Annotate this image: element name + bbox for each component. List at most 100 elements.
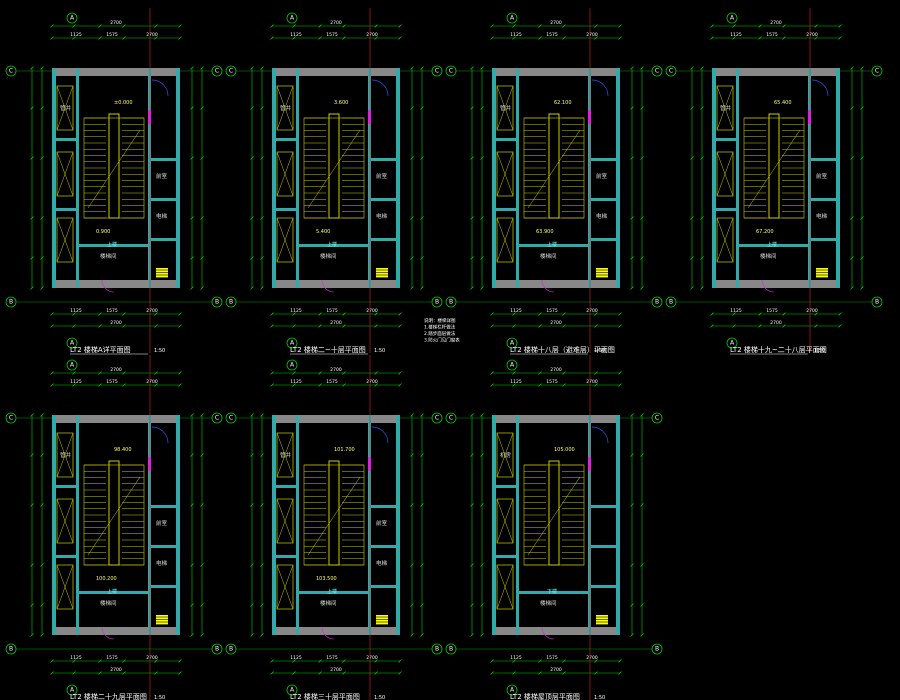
wall-top bbox=[52, 68, 180, 76]
stair-break-line bbox=[747, 129, 801, 209]
shaft-cross bbox=[276, 564, 294, 610]
dimension-tick bbox=[200, 503, 204, 507]
dimension-tick bbox=[594, 312, 598, 316]
door-swing-top bbox=[591, 79, 609, 97]
partition-right bbox=[811, 158, 836, 161]
wall-inner-right bbox=[808, 68, 811, 288]
dimension-label: 2700 bbox=[586, 308, 598, 314]
axis-bubble bbox=[506, 12, 518, 24]
dimension-tick bbox=[190, 286, 194, 290]
shaft-box bbox=[276, 432, 294, 478]
dimension-tick bbox=[420, 286, 424, 290]
shaft-box bbox=[496, 432, 514, 478]
dimension-tick bbox=[838, 24, 842, 28]
dimension-tick bbox=[292, 671, 296, 675]
dimension-tick bbox=[342, 371, 346, 375]
shaft-box bbox=[496, 498, 514, 544]
dimension-tick bbox=[398, 671, 402, 675]
room-label: 楼梯间 bbox=[540, 252, 557, 260]
grid-bubble-label: C bbox=[875, 68, 879, 75]
dimension-label: 2700 bbox=[330, 20, 342, 26]
dimension-tick bbox=[640, 413, 644, 417]
stair-well bbox=[548, 460, 560, 566]
grid-bubble-label: B bbox=[229, 646, 233, 653]
dimension-tick bbox=[420, 156, 424, 160]
dimension-tick bbox=[640, 563, 644, 567]
dimension-tick bbox=[690, 286, 694, 290]
dimension-tick bbox=[618, 383, 622, 387]
dimension-tick bbox=[630, 503, 634, 507]
dimension-tick bbox=[630, 453, 634, 457]
dimension-tick bbox=[40, 413, 44, 417]
partition-stair-bottom bbox=[299, 244, 368, 247]
dimension-tick bbox=[200, 66, 204, 70]
stair-well bbox=[768, 113, 780, 219]
dimension-label: 1575 bbox=[546, 32, 558, 38]
dimension-label: 2700 bbox=[550, 367, 562, 373]
dimension-tick bbox=[630, 106, 634, 110]
room-label: 前室 bbox=[376, 519, 388, 527]
dimension-label: 1125 bbox=[510, 32, 522, 38]
dimension-tick bbox=[122, 36, 126, 40]
shaft-box bbox=[276, 151, 294, 197]
shaft-cross bbox=[496, 217, 514, 263]
dimension-tick bbox=[30, 286, 34, 290]
dimension-tick bbox=[154, 324, 158, 328]
dimension-tick bbox=[190, 106, 194, 110]
dimension-tick bbox=[710, 24, 714, 28]
dimension-tick bbox=[250, 503, 254, 507]
dimension-tick bbox=[154, 659, 158, 663]
dimension-tick bbox=[292, 36, 296, 40]
dimension-tick bbox=[410, 603, 414, 607]
stair-well bbox=[108, 113, 120, 219]
dimension-tick bbox=[732, 24, 736, 28]
dimension-tick bbox=[260, 603, 264, 607]
shaft-box bbox=[276, 564, 294, 610]
dimension-tick bbox=[30, 216, 34, 220]
dimension-tick bbox=[490, 659, 494, 663]
shaft-box bbox=[276, 85, 294, 131]
landing-level: 103.500 bbox=[316, 576, 337, 582]
wall-right bbox=[836, 68, 840, 288]
dimension-tick bbox=[270, 383, 274, 387]
grid-bubble-label: C bbox=[435, 68, 439, 75]
stair-well bbox=[108, 460, 120, 566]
hydrant-box bbox=[156, 268, 168, 278]
dimension-tick bbox=[190, 413, 194, 417]
dimension-tick bbox=[154, 371, 158, 375]
dimension-tick bbox=[490, 24, 494, 28]
dimension-label: 2700 bbox=[110, 320, 122, 326]
dimension-tick bbox=[178, 659, 182, 663]
wall-right bbox=[396, 415, 400, 635]
wall-left bbox=[272, 68, 276, 288]
room-label: 机房 bbox=[500, 451, 512, 459]
dimension-tick bbox=[398, 371, 402, 375]
dimension-label: 1125 bbox=[70, 379, 82, 385]
dimension-label: 1125 bbox=[70, 32, 82, 38]
dimension-label: 1575 bbox=[326, 655, 338, 661]
dimension-tick bbox=[758, 36, 762, 40]
dimension-tick bbox=[480, 633, 484, 637]
shaft-cross bbox=[276, 217, 294, 263]
dimension-tick bbox=[480, 563, 484, 567]
dimension-tick bbox=[260, 66, 264, 70]
floor-level: 65.400 bbox=[774, 100, 792, 106]
dimension-tick bbox=[618, 324, 622, 328]
dimension-tick bbox=[814, 324, 818, 328]
partition-left bbox=[272, 208, 299, 211]
dimension-tick bbox=[250, 66, 254, 70]
dimension-tick bbox=[562, 383, 566, 387]
dimension-tick bbox=[292, 24, 296, 28]
dimension-tick bbox=[512, 383, 516, 387]
dimension-tick bbox=[618, 36, 622, 40]
landing-level: 67.200 bbox=[756, 229, 774, 235]
dimension-tick bbox=[512, 671, 516, 675]
dimension-tick bbox=[250, 453, 254, 457]
dimension-tick bbox=[122, 371, 126, 375]
room-label: 电梯 bbox=[376, 212, 388, 220]
partition-right bbox=[591, 238, 616, 241]
wall-top bbox=[492, 415, 620, 423]
dimension-tick bbox=[630, 563, 634, 567]
dimension-tick bbox=[758, 24, 762, 28]
dimension-tick bbox=[30, 156, 34, 160]
